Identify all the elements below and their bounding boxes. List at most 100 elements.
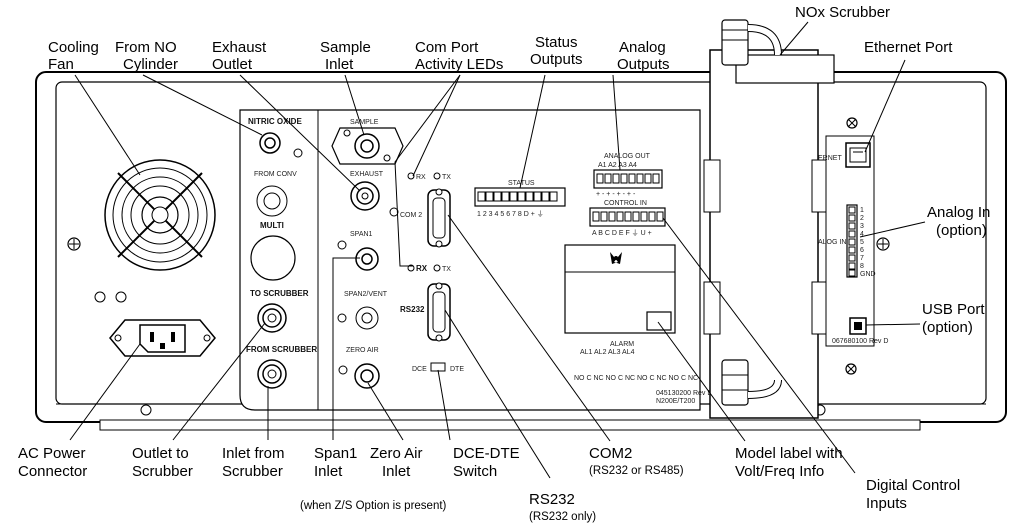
svg-text:Outputs: Outputs: [530, 51, 583, 68]
callout-rs232: RS232 (RS232 only): [529, 491, 596, 523]
callout-from-no-cylinder: From NO Cylinder: [115, 39, 178, 73]
nox-scrubber: [703, 19, 835, 419]
screw-right: [876, 237, 890, 251]
ethernet-port: [845, 142, 871, 168]
svg-text:(option): (option): [936, 222, 987, 239]
leader-lines: [69, 21, 926, 479]
usb-port: [849, 317, 867, 335]
svg-text:RS232: RS232: [529, 491, 575, 508]
callout-analog-in: Analog In (option): [927, 204, 990, 239]
svg-text:DCE: DCE: [412, 366, 427, 373]
svg-text:Status: Status: [535, 34, 578, 51]
cooling-fan: [104, 159, 216, 271]
port-zero-air: ZERO AIR: [338, 347, 380, 389]
callout-ethernet-port: Ethernet Port: [864, 39, 953, 56]
svg-text:DCE-DTE: DCE-DTE: [453, 445, 520, 462]
svg-text:067680100 Rev D: 067680100 Rev D: [832, 338, 888, 345]
screw-left: [67, 237, 81, 251]
svg-text:Inlet: Inlet: [382, 463, 411, 480]
svg-text:From NO: From NO: [115, 39, 177, 56]
svg-text:FROM SCRUBBER: FROM SCRUBBER: [246, 345, 317, 354]
io-panel: [239, 109, 701, 411]
port-span2-vent: SPAN2/VENT: [337, 291, 388, 330]
callout-analog-outputs: Analog Outputs: [617, 39, 670, 73]
svg-text:Zero Air: Zero Air: [370, 445, 423, 462]
analog-outputs-terminal: ANALOG OUT A1 A2 A3 A4 + - + - + - + -: [593, 153, 663, 198]
port-exhaust: EXHAUST: [350, 171, 399, 217]
svg-text:6: 6: [860, 247, 864, 254]
svg-text:SPAN2/VENT: SPAN2/VENT: [344, 291, 388, 298]
svg-text:Switch: Switch: [453, 463, 497, 480]
svg-text:COM 2: COM 2: [400, 212, 422, 219]
svg-text:Analog: Analog: [619, 39, 666, 56]
svg-text:(RS232 only): (RS232 only): [529, 511, 596, 523]
svg-text:Scrubber: Scrubber: [222, 463, 283, 480]
svg-text:AL1 AL2 AL3 AL4: AL1 AL2 AL3 AL4: [580, 349, 635, 356]
svg-text:3: 3: [860, 223, 864, 230]
callout-inlet-scrubber: Inlet from Scrubber: [222, 445, 285, 480]
svg-text:TX: TX: [442, 266, 451, 273]
callout-status-outputs: Status Outputs: [530, 34, 583, 68]
svg-text:A B C D E F ⏚ U +: A B C D E F ⏚ U +: [592, 229, 652, 237]
svg-text:ERNET: ERNET: [818, 155, 842, 162]
svg-text:MULTI: MULTI: [260, 221, 284, 230]
svg-text:Cylinder: Cylinder: [123, 56, 178, 73]
callout-dce-dte-switch: DCE-DTE Switch: [453, 445, 520, 480]
control-in-terminal: CONTROL IN A B C D E F ⏚ U +: [589, 200, 666, 237]
svg-text:045130200 Rev D: 045130200 Rev D: [656, 390, 712, 397]
svg-text:7: 7: [860, 255, 864, 262]
callout-cooling-fan: Cooling Fan: [48, 39, 99, 73]
callout-usb-port: USB Port (option): [922, 301, 985, 336]
callout-com-port-leds: Com Port Activity LEDs: [415, 39, 503, 73]
port-to-scrubber: TO SCRUBBER: [250, 289, 309, 333]
svg-text:NITRIC OXIDE: NITRIC OXIDE: [248, 117, 302, 126]
port-sample: SAMPLE: [331, 119, 404, 165]
svg-text:1: 1: [860, 207, 864, 214]
svg-text:Analog In: Analog In: [927, 204, 990, 221]
svg-text:COM2: COM2: [589, 445, 632, 462]
callout-model-label: Model label with Volt/Freq Info: [735, 445, 843, 480]
port-from-scrubber: FROM SCRUBBER: [246, 345, 317, 389]
svg-text:Ethernet Port: Ethernet Port: [864, 39, 953, 56]
svg-text:NOx Scrubber: NOx Scrubber: [795, 4, 890, 21]
svg-text:Inputs: Inputs: [866, 495, 907, 512]
svg-text:ANALOG OUT: ANALOG OUT: [604, 153, 651, 160]
svg-text:Fan: Fan: [48, 56, 74, 73]
callout-com2: COM2 (RS232 or RS485): [589, 445, 684, 477]
svg-text:FROM CONV: FROM CONV: [254, 171, 297, 178]
svg-text:ALOG IN: ALOG IN: [818, 239, 846, 246]
analog-in-terminal: 1 2 3 4 5 6 7 8 GND: [846, 204, 876, 278]
ac-power-connector: [109, 319, 216, 357]
svg-text:Exhaust: Exhaust: [212, 39, 267, 56]
svg-text:4: 4: [860, 231, 864, 238]
svg-text:GND: GND: [860, 271, 876, 278]
svg-text:NO C NC NO C NC NO C NC NO C N: NO C NC NO C NC NO C NC NO C NC: [574, 375, 698, 382]
callout-sample-inlet: Sample Inlet: [320, 39, 371, 73]
screw-bottom-right: [845, 363, 857, 375]
svg-text:Sample: Sample: [320, 39, 371, 56]
svg-text:SAMPLE: SAMPLE: [350, 119, 379, 126]
svg-text:Outlet: Outlet: [212, 56, 253, 73]
svg-text:Scrubber: Scrubber: [132, 463, 193, 480]
led-row-com2: RX TX: [407, 172, 451, 181]
svg-text:DTE: DTE: [450, 366, 464, 373]
svg-text:+ - + - + - + -: + - + - + - + -: [596, 191, 636, 198]
svg-text:Outputs: Outputs: [617, 56, 670, 73]
callout-span1-inlet: Span1 Inlet: [314, 445, 357, 480]
svg-text:ZERO AIR: ZERO AIR: [346, 347, 379, 354]
svg-text:Activity LEDs: Activity LEDs: [415, 56, 503, 73]
svg-text:EXHAUST: EXHAUST: [350, 171, 384, 178]
bottom-vent-strip: [99, 419, 921, 431]
svg-text:(when Z/S Option is present): (when Z/S Option is present): [300, 500, 447, 512]
port-multi: MULTI: [250, 221, 296, 281]
callout-zero-air-inlet: Zero Air Inlet: [370, 445, 423, 480]
screw-top-right: [846, 117, 858, 129]
svg-text:(RS232 or RS485): (RS232 or RS485): [589, 465, 684, 477]
svg-text:USB Port: USB Port: [922, 301, 985, 318]
callout-outlet-scrubber: Outlet to Scrubber: [132, 445, 193, 480]
svg-text:RS232: RS232: [400, 305, 425, 314]
svg-text:RX: RX: [416, 174, 426, 181]
svg-text:(option): (option): [922, 319, 973, 336]
rs232-port: RS232: [400, 282, 451, 342]
svg-text:Inlet from: Inlet from: [222, 445, 285, 462]
